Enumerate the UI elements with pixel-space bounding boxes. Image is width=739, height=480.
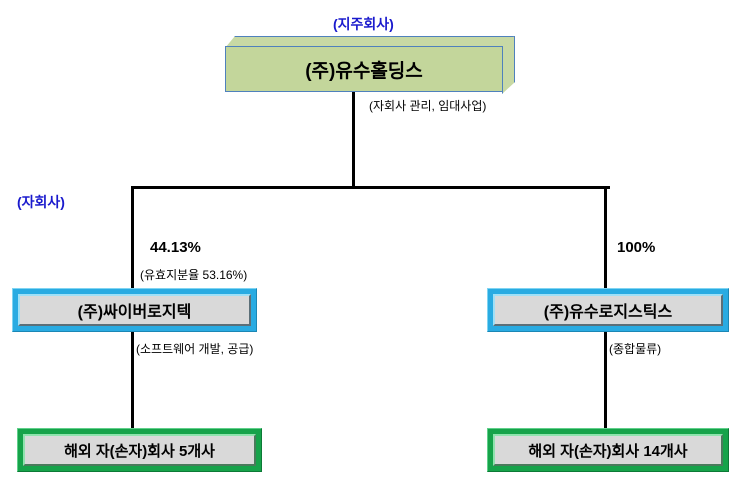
ownership-percent-cyberlogitec: 44.13%	[150, 239, 201, 256]
subsidiary-name-logistics: (주)유수로지스틱스	[543, 304, 673, 321]
connector-right-branch	[604, 186, 607, 289]
overseas-subsidiaries-box-left: 해외 자(손자)회사 5개사	[17, 428, 262, 472]
box-inner-face	[23, 434, 256, 466]
connector-holding-down	[352, 92, 355, 188]
holding-company-business: (자회사 관리, 임대사업)	[369, 99, 487, 113]
connector-cyberlogitec-down	[131, 332, 134, 432]
connector-horizontal-bus	[131, 186, 610, 189]
subsidiary-box-logistics: (주)유수로지스틱스	[487, 288, 729, 332]
overseas-subsidiaries-label-right: 해외 자(손자)회사 14개사	[528, 442, 688, 460]
holding-company-name: (주)유수홀딩스	[225, 46, 503, 92]
connector-left-branch	[131, 186, 134, 289]
subsidiary-name-cyberlogitec: (주)싸이버로지텍	[77, 304, 192, 321]
subsidiary-box-cyberlogitec: (주)싸이버로지텍	[12, 288, 257, 332]
subsidiary-tag: (자회사)	[17, 194, 65, 210]
overseas-subsidiaries-box-right: 해외 자(손자)회사 14개사	[487, 428, 729, 472]
overseas-subsidiaries-label-left: 해외 자(손자)회사 5개사	[64, 442, 215, 460]
ownership-percent-logistics: 100%	[617, 239, 656, 256]
subsidiary-business-logistics: (종합물류)	[609, 342, 662, 356]
effective-ownership-cyberlogitec: (유효지분율 53.16%)	[140, 268, 248, 282]
box-inner-face	[18, 294, 251, 326]
subsidiary-business-cyberlogitec: (소프트웨어 개발, 공급)	[136, 342, 254, 356]
box-inner-face	[493, 294, 723, 326]
connector-logistics-down	[604, 332, 607, 432]
box-inner-face	[493, 434, 723, 466]
holding-company-tag: (지주회사)	[333, 16, 394, 32]
holding-company-box: (주)유수홀딩스	[225, 36, 515, 94]
